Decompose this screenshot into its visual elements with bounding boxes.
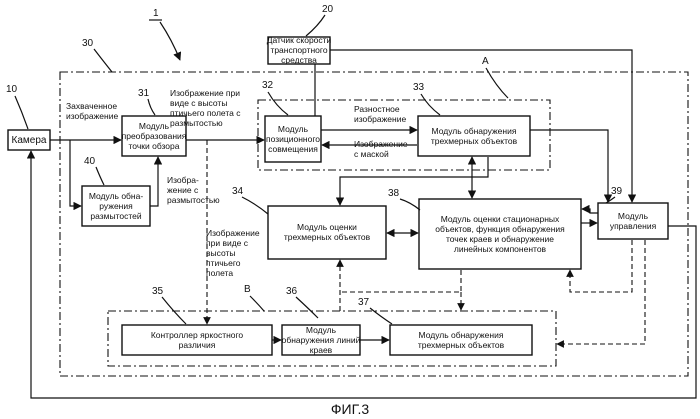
- captured-image-label: Захваченноеизображение: [66, 101, 118, 121]
- birdseye-blur-image-label: Изображение привиде с высотыптичьего пол…: [170, 88, 241, 128]
- ref-37-leader: [370, 308, 392, 324]
- birdseye-image-label: Изображениепри виде свысотыптичьегополет…: [206, 228, 260, 278]
- figure-caption: ФИГ.3: [331, 401, 369, 417]
- ref-a: A: [482, 56, 489, 67]
- ref-39-leader: [606, 197, 615, 203]
- ref-36: 36: [286, 286, 298, 297]
- ref-1-arrow: [160, 22, 180, 60]
- ref-20-leader: [306, 15, 325, 36]
- ref-37: 37: [358, 297, 370, 308]
- control-to-stationary-arrow: [582, 209, 598, 213]
- 3d-detection-a-label: Модуль обнаружениятрехмерных объектов: [431, 126, 518, 146]
- ref-b-leader: [250, 296, 264, 311]
- camera-label: Камера: [12, 135, 47, 146]
- masked-image-label: Изображениес маской: [354, 139, 408, 159]
- ref-1: 1: [153, 8, 159, 19]
- ref-34: 34: [232, 186, 244, 197]
- ref-31: 31: [138, 88, 150, 99]
- ref-30-leader: [94, 49, 112, 72]
- 3d-detection-b-label: Модуль обнаружениятрехмерных объектов: [418, 330, 505, 350]
- ref-10-leader: [15, 96, 28, 129]
- ref-33: 33: [413, 82, 425, 93]
- ref-35: 35: [152, 286, 164, 297]
- ref-20: 20: [322, 4, 334, 15]
- ref-33-leader: [421, 94, 440, 115]
- ref-36-leader: [296, 297, 318, 318]
- ref-32: 32: [262, 80, 274, 91]
- ref-32-leader: [268, 92, 288, 115]
- ref-40-leader: [96, 167, 104, 185]
- ref-10: 10: [6, 84, 18, 95]
- stationary-region-b-dashed: [340, 270, 461, 292]
- 3d-detection-to-evaluation-arrow: [340, 157, 488, 205]
- 3d-detection-to-control-arrow: [530, 130, 608, 202]
- ref-38: 38: [388, 188, 400, 199]
- ref-31-leader: [148, 99, 155, 115]
- difference-image-label: Разностноеизображение: [354, 104, 406, 124]
- ref-40: 40: [84, 156, 96, 167]
- ref-b: B: [244, 284, 251, 295]
- stationary-evaluation-label: Модуль оценки стационарныхобъектов, функ…: [435, 214, 565, 254]
- ref-30: 30: [82, 38, 94, 49]
- ref-34-leader: [242, 197, 268, 214]
- ref-38-leader: [400, 199, 420, 210]
- blur-to-viewpoint-arrow: [150, 157, 158, 206]
- ref-39: 39: [611, 186, 623, 197]
- ref-35-leader: [162, 297, 186, 324]
- camera-to-blur-arrow: [70, 140, 81, 206]
- blurred-image-label: Изобра-жение сразмытостью: [167, 175, 220, 205]
